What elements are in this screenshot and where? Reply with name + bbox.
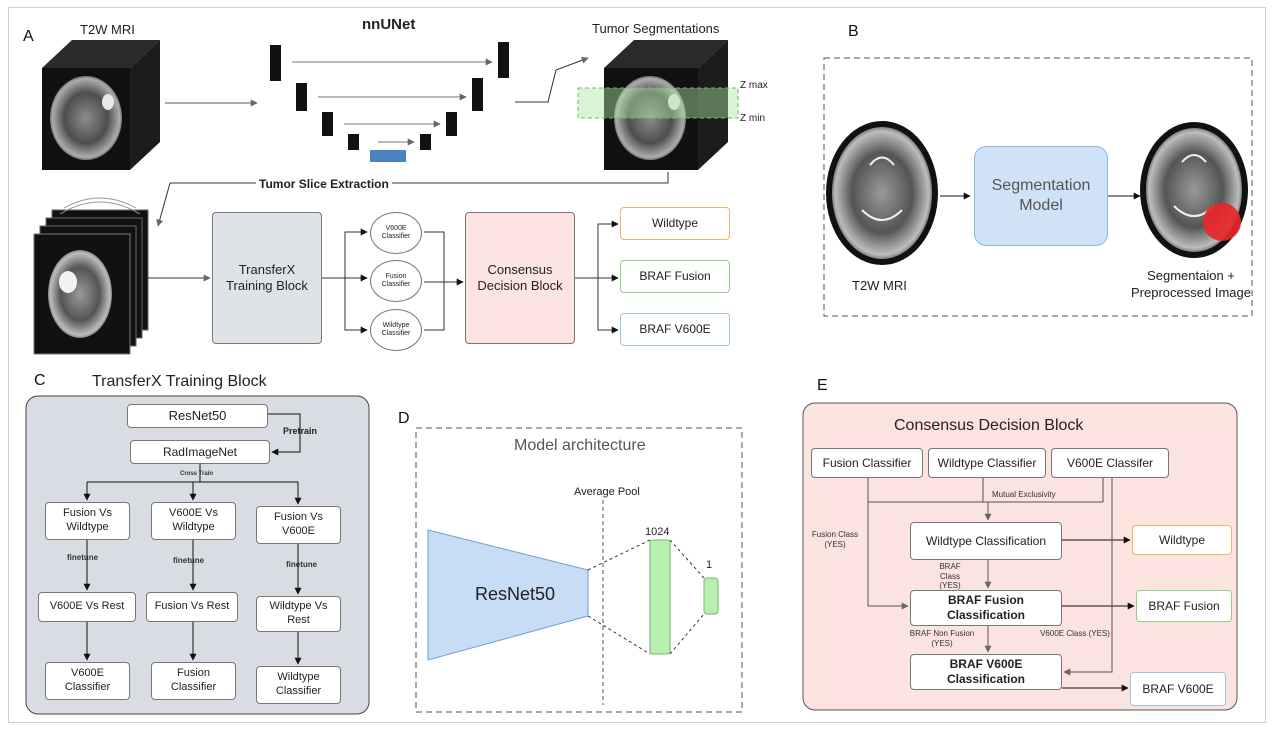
panel-b-frame [823,57,1253,317]
braf-class-yes-label: BRAF Class (YES) [939,562,961,591]
panel-c-title: TransferX Training Block [92,373,267,390]
output-wildtype: Wildtype [620,207,730,240]
e-output-braf-fusion: BRAF Fusion [1136,590,1232,622]
z-min-label: Z min [740,113,765,124]
panel-a-letter: A [23,28,34,45]
brain-input-icon [826,121,938,265]
finetune-label-1: finetune [67,553,99,562]
wildtype-classification-box: Wildtype Classification [910,522,1062,560]
e-input-fusion-classifier: Fusion Classifier [811,448,923,478]
e-output-braf-v600e: BRAF V600E [1130,672,1226,706]
fc1-label: 1 [706,559,713,571]
panel-e-letter: E [817,377,828,394]
panel-c-bg [25,395,370,715]
slice-stack-icon [33,197,149,355]
fc1-bar [703,577,719,615]
rest-fusion: Fusion Vs Rest [146,592,238,622]
nnunet-title: nnUNet [362,16,416,33]
transferx-training-block: TransferX Training Block [212,212,322,344]
final-v600e-classifier: V600E Classifier [45,662,130,700]
panel-e-title: Consensus Decision Block [894,417,1084,434]
z-max-label: Z max [740,80,768,91]
panel-b-input-label: T2W MRI [852,278,907,293]
v600e-class-yes-label: V600E Class (YES) [1040,629,1110,638]
nnunet-icon [270,42,509,162]
pair-fusion-vs-wildtype: Fusion Vs Wildtype [45,502,130,540]
panel-b-letter: B [848,23,859,40]
fc1024-bar [649,539,671,655]
segmentation-model-box: Segmentation Model [974,146,1108,246]
figure-frame [8,7,1266,723]
pretrain-label: Pretrain [283,426,318,436]
braf-fusion-classification-box: BRAF Fusion Classification [910,590,1062,626]
resnet50-label: ResNet50 [475,584,556,604]
e-output-wildtype: Wildtype [1132,525,1232,555]
braf-v600e-classification-box: BRAF V600E Classification [910,654,1062,690]
mri-cube-icon [42,40,160,170]
rest-wildtype: Wildtype Vs Rest [256,596,341,632]
panel-b-output-label: Segmentaion + Preprocessed Image [1131,268,1251,300]
radimagenet-box: RadImageNet [130,440,270,464]
fc1024-label: 1024 [645,526,670,538]
v600e-classifier-node: V600E Classifier [370,212,422,254]
t2w-mri-label: T2W MRI [80,22,135,37]
fusion-classifier-node: Fusion Classifier [370,260,422,302]
e-input-wildtype-classifier: Wildtype Classifier [928,448,1046,478]
segmentation-cube-icon [577,40,739,170]
final-wildtype-classifier: Wildtype Classifier [256,666,341,704]
panel-d-title: Model architecture [514,437,646,454]
average-pool-label: Average Pool [574,486,640,498]
output-braf-v600e: BRAF V600E [620,313,730,346]
finetune-label-3: finetune [286,560,318,569]
cross-train-label: Cross Train [180,471,214,477]
pair-v600e-vs-wildtype: V600E Vs Wildtype [151,502,236,540]
panel-c-letter: C [34,372,46,389]
consensus-decision-block: Consensus Decision Block [465,212,575,344]
finetune-label-2: finetune [173,556,205,565]
output-braf-fusion: BRAF Fusion [620,260,730,293]
mutual-exclusivity-label: Mutual Exclusivity [992,490,1056,499]
wildtype-classifier-node: Wildtype Classifier [370,309,422,351]
pair-fusion-vs-v600e: Fusion Vs V600E [256,506,341,544]
final-fusion-classifier: Fusion Classifier [151,662,236,700]
brain-output-icon [1140,122,1248,258]
panel-d-frame [415,427,743,713]
e-input-v600e-classifier: V600E Classifer [1051,448,1169,478]
tumor-slice-extraction-label: Tumor Slice Extraction [256,177,392,191]
fusion-class-yes-label: Fusion Class (YES) [811,530,859,549]
panel-d-letter: D [398,410,410,427]
rest-v600e: V600E Vs Rest [38,592,136,622]
braf-non-fusion-yes-label: BRAF Non Fusion (YES) [909,629,975,648]
tumor-segmentations-label: Tumor Segmentations [592,21,720,36]
resnet50-box: ResNet50 [127,404,268,428]
